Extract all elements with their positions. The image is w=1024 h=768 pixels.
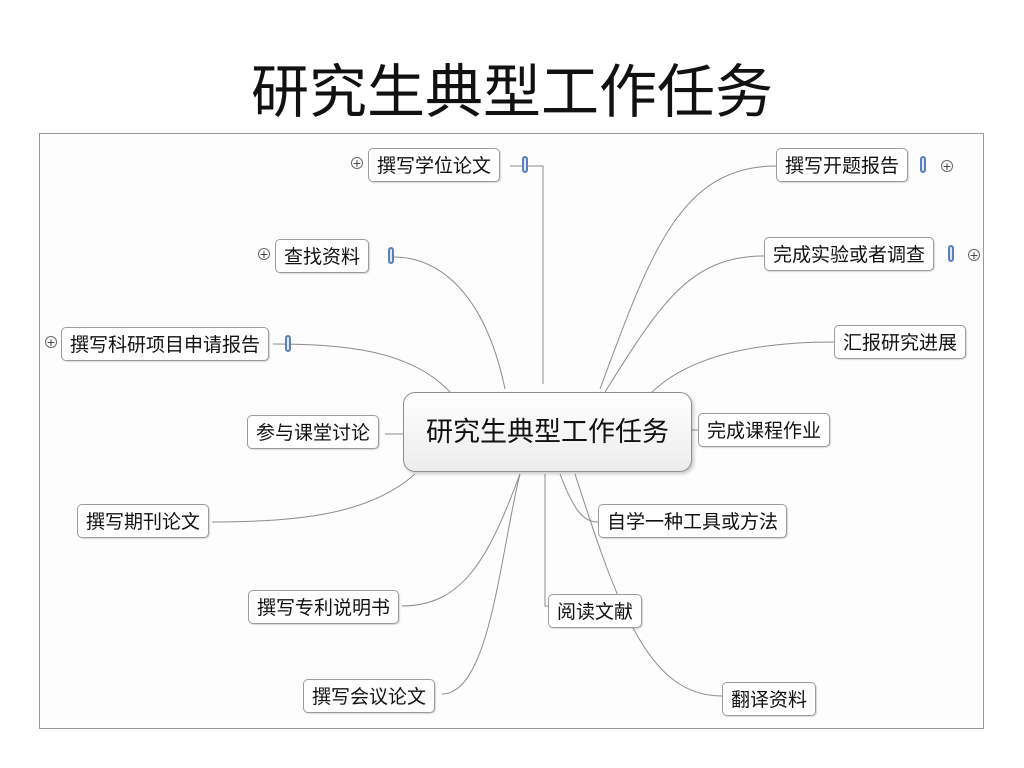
topic-write-project-report[interactable]: 撰写科研项目申请报告 bbox=[61, 327, 270, 361]
expand-toggle[interactable]: + bbox=[45, 336, 57, 349]
topic-class-discussion[interactable]: 参与课堂讨论 bbox=[247, 415, 380, 449]
expand-toggle[interactable]: + bbox=[258, 248, 270, 261]
topic-write-thesis[interactable]: 撰写学位论文 bbox=[368, 148, 501, 182]
topic-experiment[interactable]: 完成实验或者调查 bbox=[764, 237, 935, 271]
link-write-thesis bbox=[510, 165, 544, 384]
central-topic[interactable]: 研究生典型工作任务 bbox=[403, 392, 692, 472]
topic-find-materials[interactable]: 查找资料 bbox=[275, 239, 370, 273]
paperclip-icon[interactable] bbox=[948, 245, 954, 262]
expand-toggle[interactable]: + bbox=[941, 160, 953, 173]
link-self-study bbox=[559, 473, 599, 523]
connector-lines bbox=[211, 165, 835, 697]
link-translation bbox=[574, 473, 723, 697]
topic-coursework[interactable]: 完成课程作业 bbox=[698, 413, 831, 447]
topic-conference-paper[interactable]: 撰写会议论文 bbox=[303, 679, 436, 713]
paperclip-icon[interactable] bbox=[388, 247, 394, 264]
link-conference-paper bbox=[441, 473, 521, 695]
topic-literature[interactable]: 阅读文献 bbox=[548, 594, 643, 628]
link-patent bbox=[401, 473, 521, 607]
link-literature bbox=[544, 474, 548, 607]
mindmap-canvas[interactable]: 研究生典型工作任务 + 撰写学位论文 + 查找资料 + 撰写科研项目申请报告 参… bbox=[39, 133, 984, 729]
topic-proposal-report[interactable]: 撰写开题报告 bbox=[776, 148, 909, 182]
topic-translation[interactable]: 翻译资料 bbox=[722, 682, 817, 716]
topic-journal-paper[interactable]: 撰写期刊论文 bbox=[77, 504, 210, 538]
slide-title: 研究生典型工作任务 bbox=[250, 58, 773, 126]
link-proposal-report bbox=[599, 165, 777, 390]
paperclip-icon[interactable] bbox=[285, 335, 291, 352]
link-find-materials bbox=[392, 256, 506, 390]
topic-self-study[interactable]: 自学一种工具或方法 bbox=[598, 504, 788, 538]
paperclip-icon[interactable] bbox=[920, 156, 926, 173]
link-journal-paper bbox=[211, 473, 416, 523]
link-experiment bbox=[604, 255, 765, 393]
link-write-project-report bbox=[272, 343, 451, 393]
expand-toggle[interactable]: + bbox=[968, 249, 980, 262]
expand-toggle[interactable]: + bbox=[351, 157, 363, 170]
link-progress-report bbox=[649, 341, 835, 395]
topic-progress-report[interactable]: 汇报研究进展 bbox=[834, 325, 967, 359]
topic-patent[interactable]: 撰写专利说明书 bbox=[248, 590, 400, 624]
paperclip-icon[interactable] bbox=[522, 156, 528, 173]
